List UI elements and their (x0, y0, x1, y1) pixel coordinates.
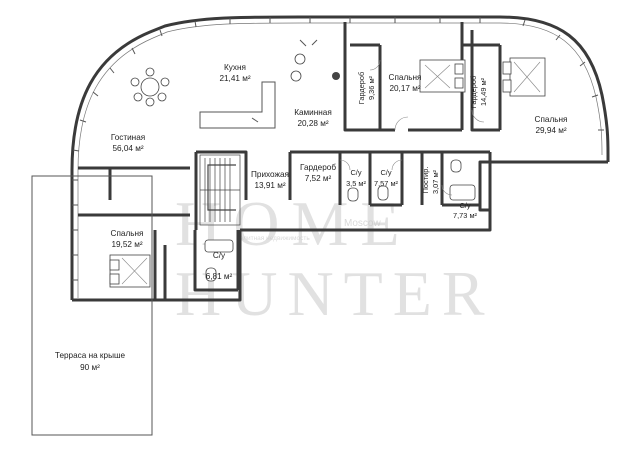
window-mullions (72, 17, 604, 281)
room-area-bedroom-top: 20,17 м² (389, 84, 420, 93)
room-area-wardrobe-a: 9,36 м² (367, 75, 376, 100)
room-name-hall: Прихожая (251, 170, 289, 179)
room-area-kitchen: 21,41 м² (219, 74, 250, 83)
room-name-laundry: Постир. (421, 167, 430, 194)
watermark-line2: HUNTER (175, 258, 495, 329)
room-name-wc1: С/у (350, 168, 361, 177)
room-area-laundry: 3,07 м² (431, 169, 440, 194)
room-name-wardrobe-b: Гардероб (469, 76, 478, 109)
room-name-wardrobe-hall: Гардероб (300, 163, 336, 172)
room-area-wardrobe-hall: 7,52 м² (305, 174, 332, 183)
furniture (109, 39, 546, 288)
room-labels: Кухня 21,41 м² Каминная 20,28 м² Гостина… (55, 63, 568, 372)
room-name-kitchen: Кухня (224, 63, 246, 72)
watermark-brand: Moscow (344, 218, 381, 229)
room-area-wc2: 7,57 м² (374, 179, 399, 188)
outer-walls (70, 15, 610, 302)
room-name-bedroom-right: Спальня (535, 115, 568, 124)
room-name-wc4: С/у (213, 251, 226, 260)
room-name-wardrobe-a: Гардероб (357, 72, 366, 105)
room-name-living: Гостиная (111, 133, 145, 142)
room-area-living: 56,04 м² (112, 144, 143, 153)
roof-terrace-outline (31, 175, 153, 436)
room-name-terrace: Терраса на крыше (55, 351, 126, 360)
room-name-bedroom-top: Спальня (389, 73, 422, 82)
room-area-hall: 13,91 м² (254, 181, 285, 190)
room-area-terrace: 90 м² (80, 363, 100, 372)
interior-walls (78, 22, 502, 300)
room-area-bedroom-right: 29,94 м² (535, 126, 566, 135)
room-area-wardrobe-b: 14,49 м² (479, 77, 488, 106)
watermark-tagline: элитная недвижимость (240, 235, 310, 242)
room-area-fireplace: 20,28 м² (297, 119, 328, 128)
room-area-wc3: 7,73 м² (453, 211, 478, 220)
watermark: HOME HUNTER Moscow элитная недвижимость (175, 188, 495, 329)
room-name-wc2: С/у (380, 168, 391, 177)
staircase (199, 154, 241, 226)
room-area-bedroom-left: 19,52 м² (111, 240, 142, 249)
room-area-wc1: 3,5 м² (346, 179, 366, 188)
room-name-fireplace: Каминная (294, 108, 332, 117)
room-name-bedroom-left: Спальня (111, 229, 144, 238)
room-area-wc4: 6,81 м² (206, 272, 233, 281)
room-name-wc3: С/у (459, 201, 470, 210)
